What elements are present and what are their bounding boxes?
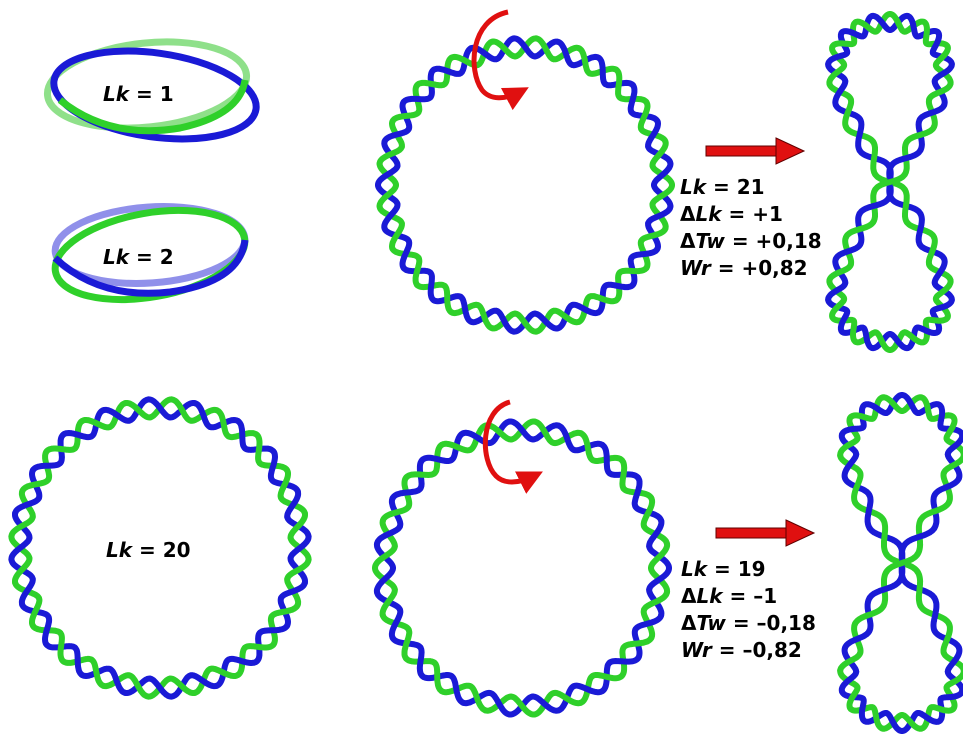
overwound-dna-circle bbox=[375, 35, 675, 335]
bot-wr: Wr = –0,82 bbox=[681, 638, 802, 662]
strand-blue bbox=[8, 396, 312, 700]
bot-lk: Lk = 19 bbox=[681, 557, 766, 581]
bot-dlk-var: Lk bbox=[696, 584, 724, 608]
lk20-var: Lk bbox=[106, 538, 134, 562]
bot-wr-eq: = –0,82 bbox=[712, 638, 802, 662]
bot-dlk-eq: = –1 bbox=[723, 584, 778, 608]
positive-supercoil-figure8 bbox=[825, 11, 955, 353]
lk2-linked-rings: Lk = 2 bbox=[51, 203, 249, 304]
strand-blue bbox=[375, 35, 674, 335]
top-wr-var: Wr bbox=[680, 256, 712, 280]
label-lk2: Lk = 2 bbox=[103, 245, 174, 269]
top-wr-eq: = +0,82 bbox=[711, 256, 808, 280]
ring-green-back bbox=[43, 38, 251, 132]
label-lk1: Lk = 1 bbox=[103, 82, 174, 106]
strand-blue bbox=[825, 12, 955, 352]
negative-supercoil-figure8 bbox=[837, 392, 963, 734]
top-dlk: ΔLk = +1 bbox=[680, 202, 783, 226]
top-lk: Lk = 21 bbox=[680, 175, 765, 199]
top-dlk-var: Lk bbox=[695, 202, 723, 226]
bot-lk-var: Lk bbox=[681, 557, 709, 581]
strand-green bbox=[376, 35, 675, 335]
bottom-stats: Lk = 19 ΔLk = –1 ΔTw = –0,18 Wr = –0,82 bbox=[681, 557, 816, 662]
top-lk-var: Lk bbox=[680, 175, 708, 199]
bot-dtw-delta: Δ bbox=[681, 611, 697, 635]
top-lk-eq: = 21 bbox=[706, 175, 765, 199]
ring-blue bbox=[50, 47, 260, 143]
lk1-var: Lk bbox=[103, 82, 131, 106]
strand-green bbox=[8, 396, 312, 700]
twist-arrow-bottom bbox=[482, 399, 543, 494]
top-wr: Wr = +0,82 bbox=[680, 256, 808, 280]
lk1-linked-rings: Lk = 1 bbox=[43, 38, 260, 143]
label-lk20: Lk = 20 bbox=[106, 538, 191, 562]
ring-blue-front bbox=[52, 239, 249, 297]
lk20-eq: = 20 bbox=[132, 538, 191, 562]
top-dtw-eq: = +0,18 bbox=[725, 229, 822, 253]
bot-lk-eq: = 19 bbox=[707, 557, 766, 581]
top-dtw-delta: Δ bbox=[680, 229, 696, 253]
top-stats: Lk = 21 ΔLk = +1 ΔTw = +0,18 Wr = +0,82 bbox=[680, 175, 822, 280]
bot-dlk: ΔLk = –1 bbox=[681, 584, 777, 608]
ring-green-front bbox=[57, 79, 249, 135]
top-dlk-delta: Δ bbox=[680, 202, 696, 226]
lk1-eq: = 1 bbox=[129, 82, 174, 106]
bot-dtw: ΔTw = –0,18 bbox=[681, 611, 816, 635]
bot-wr-var: Wr bbox=[681, 638, 713, 662]
top-dlk-eq: = +1 bbox=[722, 202, 783, 226]
relaxed-dna-circle bbox=[8, 396, 312, 700]
underwound-dna-circle bbox=[372, 418, 672, 718]
strand-green bbox=[837, 394, 963, 732]
strand-green bbox=[826, 11, 954, 353]
strand-blue bbox=[838, 392, 963, 734]
lk2-var: Lk bbox=[103, 245, 131, 269]
bot-dtw-eq: = –0,18 bbox=[726, 611, 816, 635]
twist-arrow-top bbox=[471, 9, 529, 111]
strand-blue bbox=[373, 418, 672, 718]
bot-dlk-delta: Δ bbox=[681, 584, 697, 608]
lk2-eq: = 2 bbox=[129, 245, 174, 269]
bot-dtw-var: Tw bbox=[696, 611, 726, 635]
top-dtw-var: Tw bbox=[695, 229, 725, 253]
top-dtw: ΔTw = +0,18 bbox=[680, 229, 822, 253]
arrow-bottom bbox=[715, 519, 816, 547]
arrow-top bbox=[705, 137, 806, 165]
